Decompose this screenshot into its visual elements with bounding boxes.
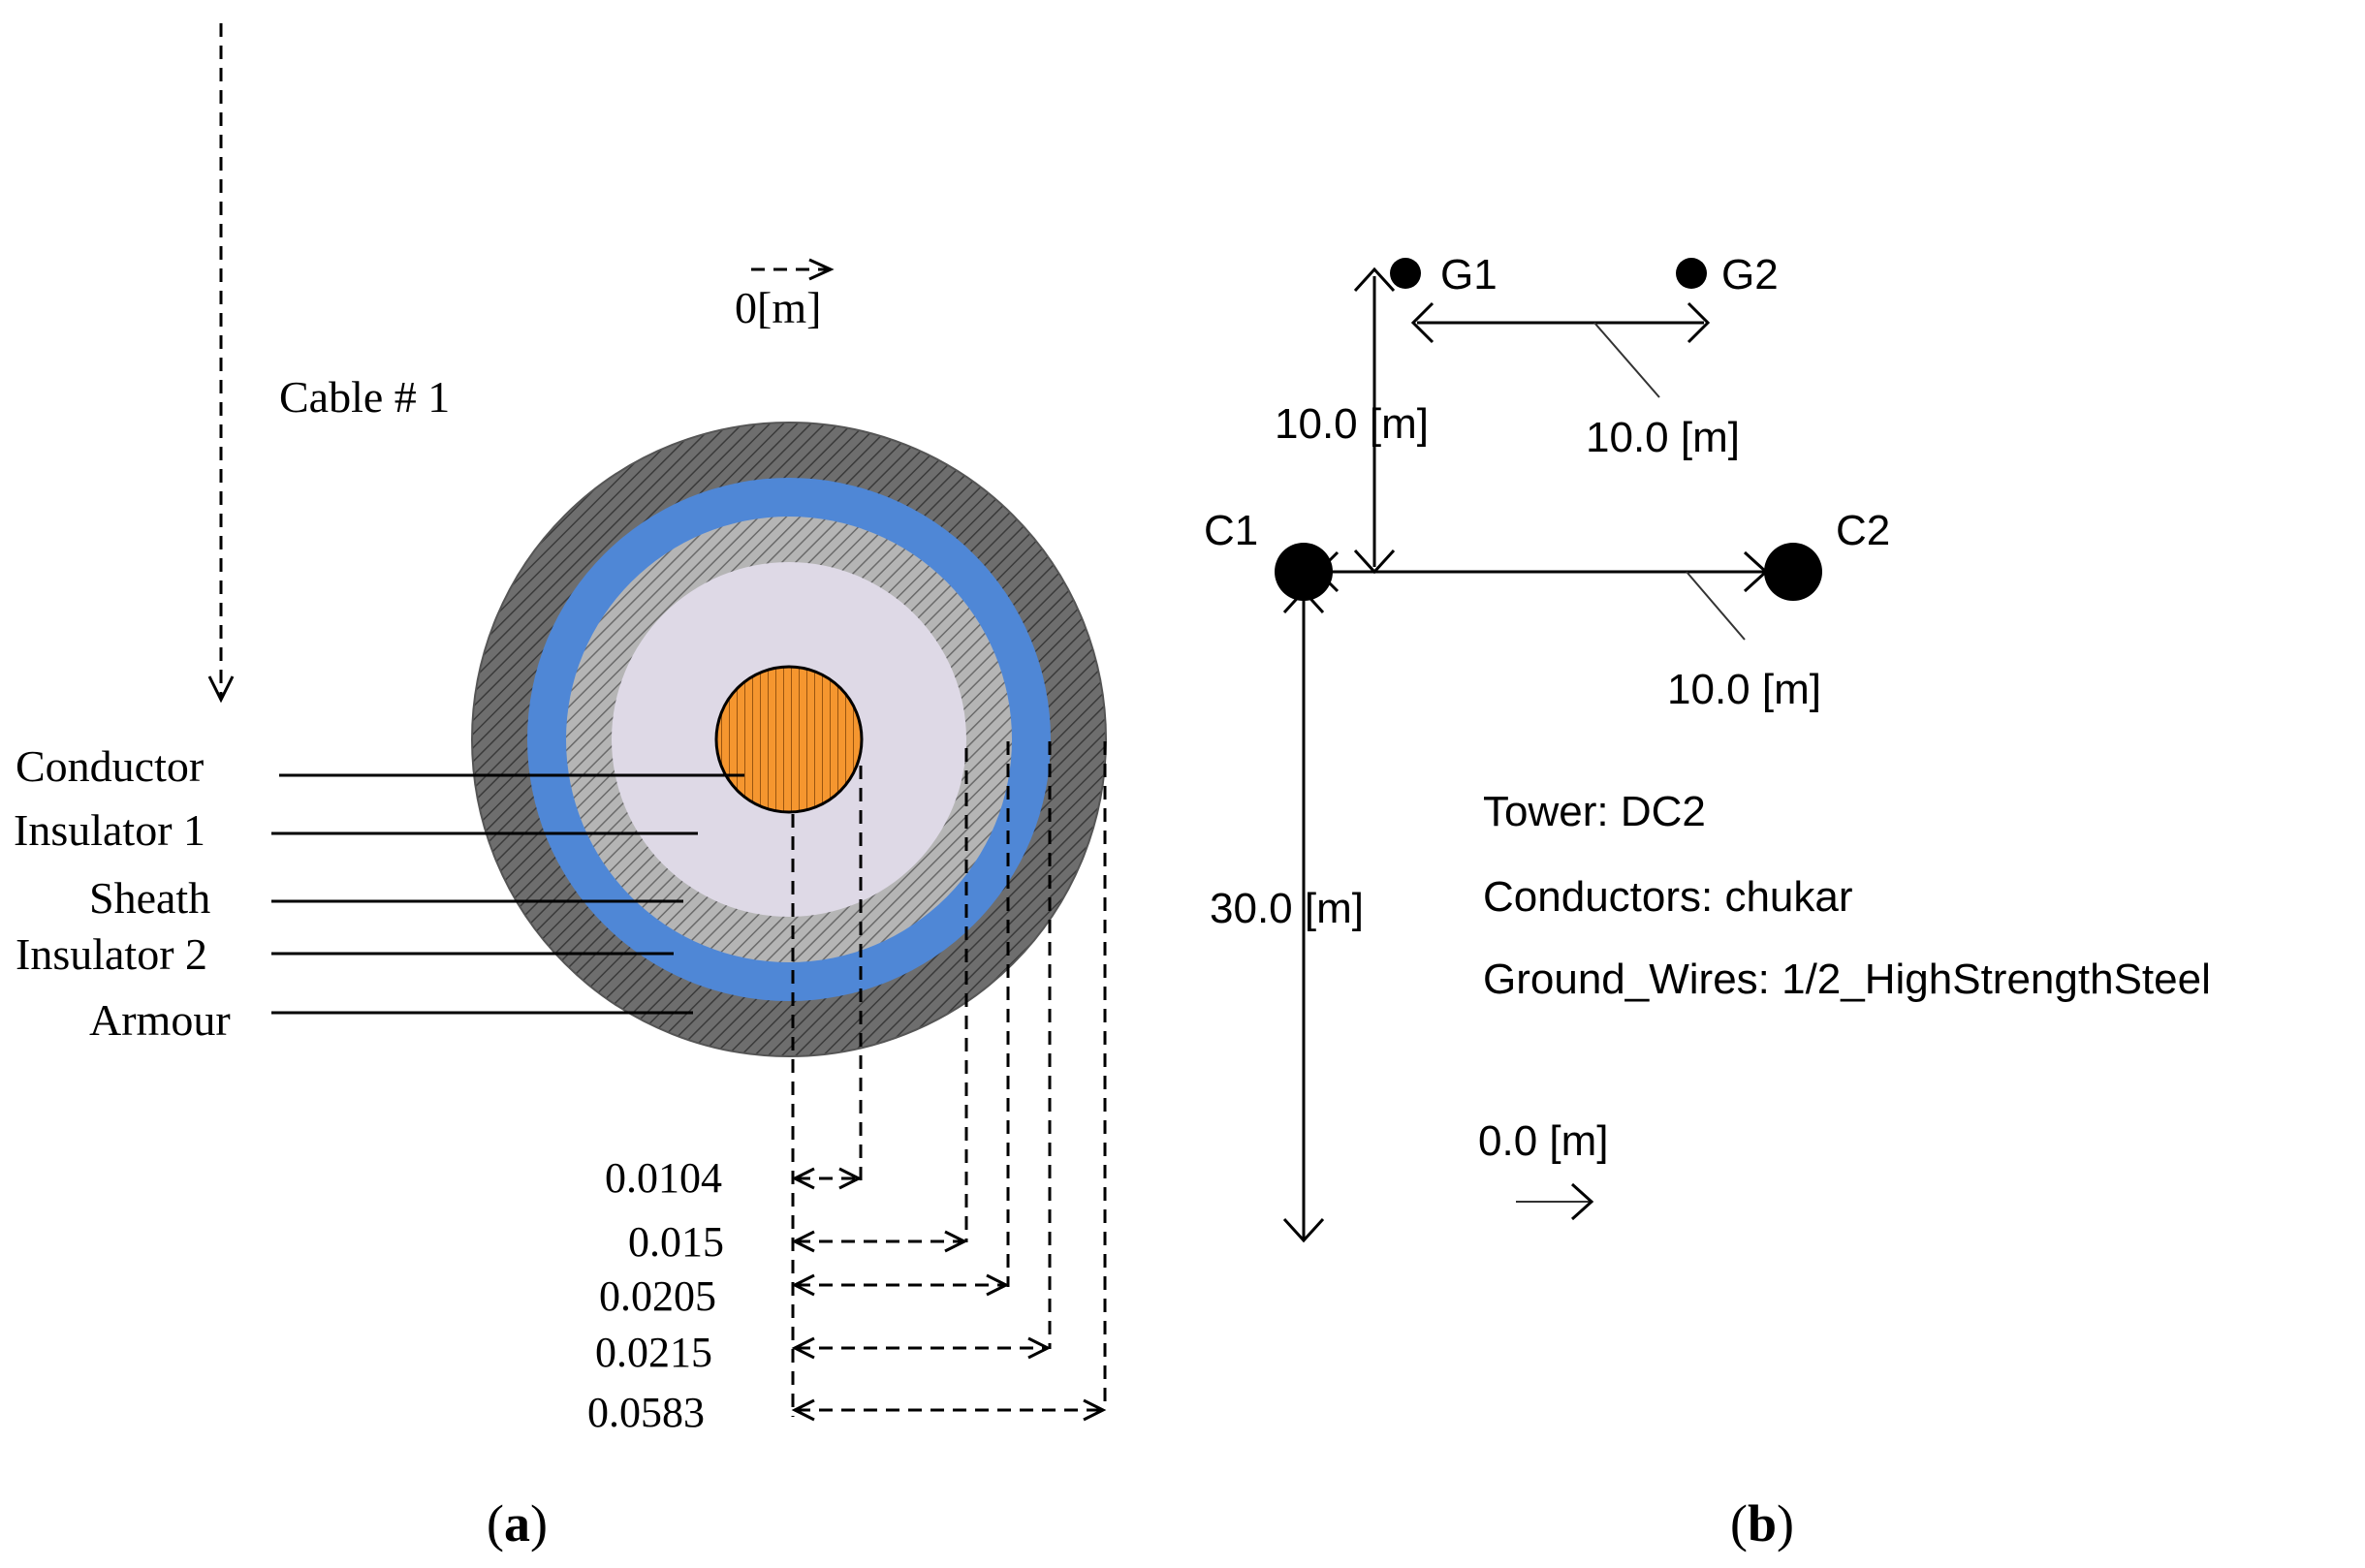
dimension-label-4: 0.0215 (595, 1329, 712, 1376)
offset-arrow (751, 258, 835, 281)
conductor-spacing-label: 10.0 [m] (1667, 666, 1821, 713)
ground-spacing-label: 10.0 [m] (1586, 414, 1740, 461)
dimension-label-3: 0.0205 (599, 1272, 716, 1320)
ground-spacing-dimension: 10.0 [m] (1410, 301, 1740, 461)
radius-dimensions: 0.0104 0.015 0.0205 0.0215 0.0583 (587, 741, 1107, 1436)
layer-label-armour: Armour (89, 995, 231, 1045)
layer-label-insulator-2: Insulator 2 (16, 929, 207, 979)
vertical-axis-arrow (207, 23, 235, 704)
layer-label-insulator-1: Insulator 1 (14, 805, 205, 855)
caption-b: (b) (1730, 1494, 1794, 1552)
conductor-c2-marker (1764, 543, 1822, 601)
conductor-c1-label: C1 (1204, 507, 1258, 554)
dimension-label-2: 0.015 (628, 1218, 724, 1266)
conductor-c1-marker (1275, 543, 1333, 601)
conductor-c2-label: C2 (1836, 507, 1890, 554)
ground-wire-g2-marker (1676, 258, 1707, 289)
tower-info-ground-wires: Ground_Wires: 1/2_HighStrengthSteel (1483, 956, 2211, 1003)
ground-height-label: 10.0 [m] (1275, 400, 1429, 448)
ground-wire-g1-marker (1390, 258, 1421, 289)
cable-cross-section (471, 422, 1107, 1057)
ground-wire-g1-label: G1 (1440, 251, 1498, 298)
conductor-spacing-dimension: 10.0 [m] (1315, 550, 1821, 713)
origin-label: 0.0 [m] (1478, 1117, 1609, 1165)
panel-a: 0[m] Cable # 1 Conductor Insulator 1 She… (14, 23, 1107, 1552)
tower-info: Tower: DC2 Conductors: chukar Ground_Wir… (1483, 788, 2211, 1003)
tower-info-conductors: Conductors: chukar (1483, 873, 1853, 921)
panel-b: G1 G2 C1 C2 10.0 [m] 10.0 [m] 10.0 (1204, 251, 2211, 1552)
layer-labels: Conductor Insulator 1 Sheath Insulator 2… (14, 741, 744, 1045)
dimension-label-5: 0.0583 (587, 1389, 705, 1436)
origin-arrow (1516, 1182, 1594, 1221)
layer-label-conductor: Conductor (16, 741, 204, 791)
caption-b-letter: b (1748, 1494, 1777, 1552)
layer-label-sheath: Sheath (89, 873, 210, 923)
conductor-core (714, 665, 864, 814)
dimension-label-1: 0.0104 (605, 1154, 722, 1202)
ground-height-dimension: 10.0 [m] (1275, 267, 1429, 575)
tower-info-tower: Tower: DC2 (1483, 788, 1706, 835)
cable-label: Cable # 1 (279, 372, 450, 422)
ground-wire-g2-label: G2 (1721, 251, 1779, 298)
caption-a: (a) (487, 1494, 548, 1552)
conductor-height-label: 30.0 [m] (1210, 885, 1364, 932)
offset-label: 0[m] (735, 283, 821, 332)
caption-a-letter: a (504, 1494, 530, 1552)
conductor-height-dimension: 30.0 [m] (1210, 588, 1364, 1243)
